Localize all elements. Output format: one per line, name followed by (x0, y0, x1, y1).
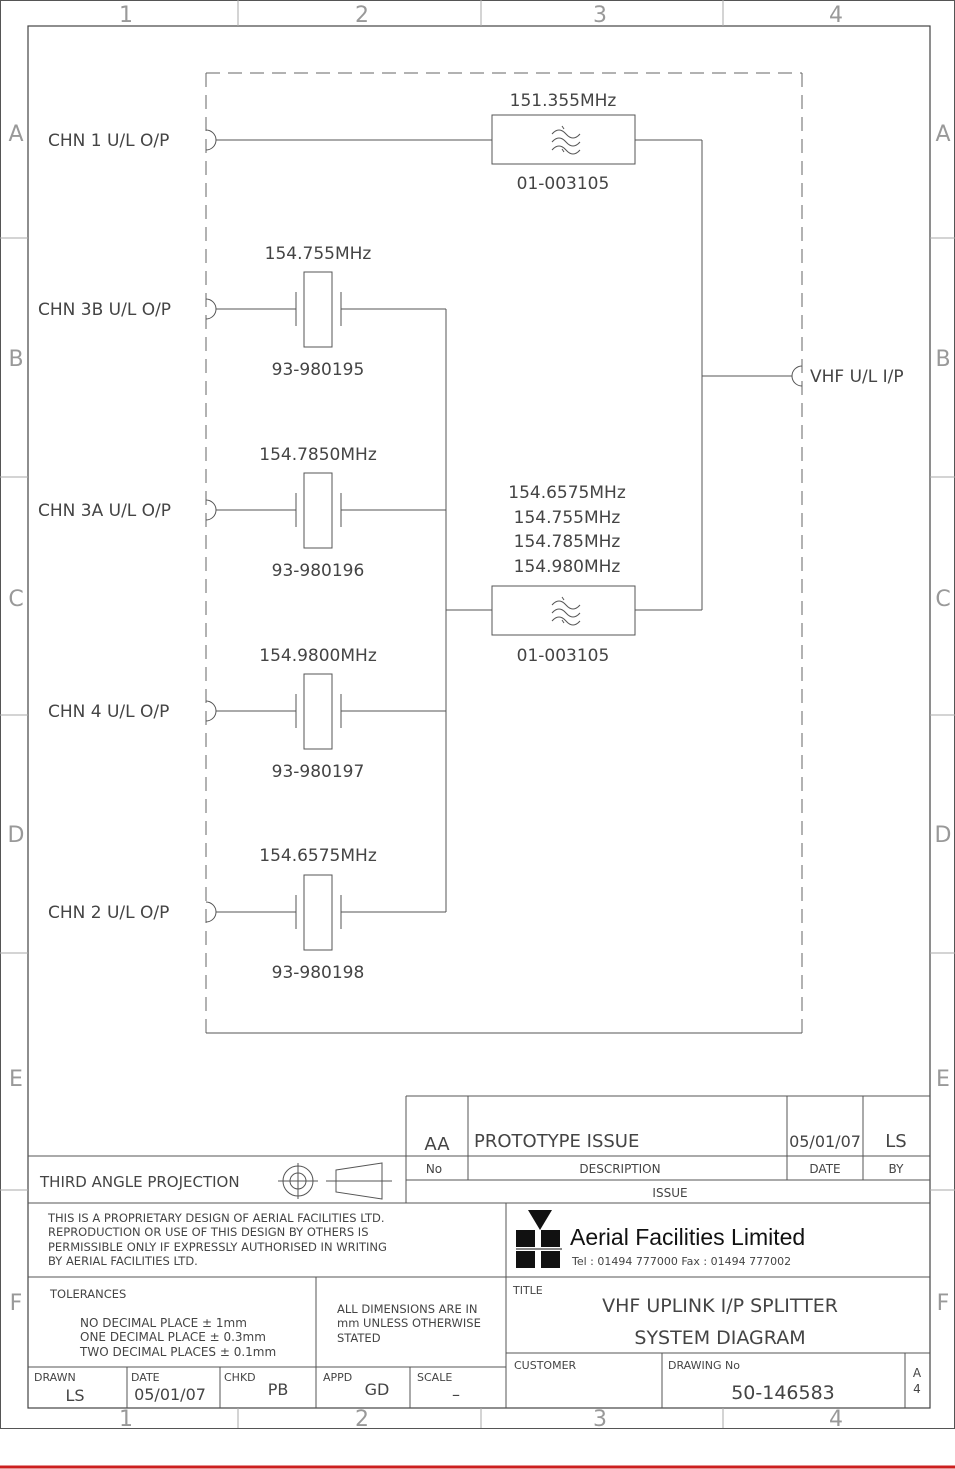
proprietary-line-2: REPRODUCTION OR USE OF THIS DESIGN BY OT… (48, 1225, 369, 1239)
port-chn1-label: CHN 1 U/L O/P (48, 131, 169, 151)
filter-bottom-frequency-3: 154.785MHz (514, 532, 621, 552)
issue-code: AA (424, 1134, 450, 1155)
zone-row-a: A (8, 122, 23, 147)
title-label: TITLE (512, 1284, 543, 1297)
tolerance-line-3: TWO DECIMAL PLACES ± 0.1mm (79, 1345, 276, 1359)
issue-description: PROTOTYPE ISSUE (474, 1131, 639, 1152)
zone-dividers (0, 0, 955, 1428)
zone-row-d: D (8, 823, 25, 848)
zone-row-e: E (9, 1067, 23, 1092)
connector-symbols (205, 129, 803, 923)
port-chn3a-label: CHN 3A U/L O/P (38, 501, 171, 521)
crystal-4: 154.6575MHz 93-980198 (259, 846, 377, 983)
proprietary-line-1: THIS IS A PROPRIETARY DESIGN OF AERIAL F… (47, 1211, 385, 1225)
zone-col-2-bottom: 2 (355, 1407, 369, 1432)
filter-bottom-part-number: 01-003105 (517, 646, 610, 666)
company-name: Aerial Facilities Limited (570, 1224, 805, 1250)
date-label: DATE (131, 1371, 160, 1384)
header-no: No (426, 1162, 442, 1176)
tolerance-line-2: ONE DECIMAL PLACE ± 0.3mm (80, 1330, 266, 1344)
dimensions-note-line-1: ALL DIMENSIONS ARE IN (337, 1302, 477, 1316)
sheet-size-letter: A (913, 1366, 922, 1380)
tolerances-label: TOLERANCES (49, 1287, 126, 1301)
zone-row-b-right: B (935, 347, 950, 372)
port-chn3b-label: CHN 3B U/L O/P (38, 300, 171, 320)
crystal-3: 154.9800MHz 93-980197 (259, 646, 377, 782)
header-description: DESCRIPTION (579, 1162, 660, 1176)
zone-labels: 1 2 3 4 1 2 3 4 A B C D E F A B C D E F (8, 3, 952, 1432)
header-issue: ISSUE (652, 1186, 687, 1200)
crystal-3-part-number: 93-980197 (272, 762, 365, 782)
scale-label: SCALE (417, 1371, 452, 1384)
projection-label: THIRD ANGLE PROJECTION (39, 1173, 240, 1191)
header-date: DATE (809, 1162, 840, 1176)
company-contact: Tel : 01494 777000 Fax : 01494 777002 (571, 1255, 791, 1268)
zone-col-1-bottom: 1 (119, 1407, 133, 1432)
appd-label: APPD (323, 1371, 352, 1384)
zone-row-c-right: C (935, 587, 950, 612)
crystal-1: 154.755MHz 93-980195 (265, 244, 372, 380)
scale-value: – (452, 1385, 460, 1404)
zone-row-b: B (8, 347, 23, 372)
issue-by: LS (885, 1131, 906, 1152)
projection-symbol-icon (278, 1162, 392, 1200)
wiring (216, 139, 792, 913)
zone-col-4: 4 (829, 3, 843, 28)
crystal-2: 154.7850MHz 93-980196 (259, 445, 377, 581)
drawing-title-line-1: VHF UPLINK I/P SPLITTER (602, 1295, 838, 1317)
sheet-size-number: 4 (913, 1382, 921, 1396)
crystal-2-frequency: 154.7850MHz (259, 445, 377, 465)
drawing-frame (27, 25, 931, 1409)
crystal-1-frequency: 154.755MHz (265, 244, 372, 264)
port-chn4-label: CHN 4 U/L O/P (48, 702, 169, 722)
drawing-title-line-2: SYSTEM DIAGRAM (634, 1327, 805, 1349)
drawn-value: LS (65, 1386, 84, 1405)
zone-col-4-bottom: 4 (829, 1407, 843, 1432)
header-by: BY (889, 1162, 905, 1176)
date-value: 05/01/07 (134, 1385, 206, 1404)
issue-date: 05/01/07 (789, 1132, 861, 1151)
proprietary-line-3: PERMISSIBLE ONLY IF EXPRESSLY AUTHORISED… (48, 1240, 387, 1254)
appd-value: GD (365, 1380, 390, 1399)
drawing-number: 50-146583 (731, 1382, 835, 1404)
filter-bottom-frequency-2: 154.755MHz (514, 508, 621, 528)
tolerance-line-1: NO DECIMAL PLACE ± 1mm (80, 1316, 247, 1330)
crystal-2-part-number: 93-980196 (272, 561, 365, 581)
filter-bottom-frequency-1: 154.6575MHz (508, 483, 626, 503)
port-chn2-label: CHN 2 U/L O/P (48, 903, 169, 923)
zone-col-2: 2 (355, 3, 369, 28)
zone-row-c: C (8, 587, 23, 612)
chkd-label: CHKD (224, 1371, 256, 1384)
enclosure-outline (205, 72, 803, 1034)
zone-col-3: 3 (593, 3, 607, 28)
filter-top-part-number: 01-003105 (517, 174, 610, 194)
crystal-4-frequency: 154.6575MHz (259, 846, 377, 866)
company-logo-icon (516, 1210, 562, 1268)
filter-bottom-frequency-4: 154.980MHz (514, 557, 621, 577)
filter-top-frequency: 151.355MHz (510, 91, 617, 111)
dimensions-note-line-2: mm UNLESS OTHERWISE (337, 1316, 481, 1330)
port-vhf-input-label: VHF U/L I/P (810, 367, 904, 387)
drawing-number-label: DRAWING No (668, 1359, 740, 1372)
zone-row-e-right: E (936, 1067, 950, 1092)
customer-label: CUSTOMER (514, 1359, 577, 1372)
zone-col-3-bottom: 3 (593, 1407, 607, 1432)
crystal-4-part-number: 93-980198 (272, 963, 365, 983)
zone-col-1: 1 (119, 3, 133, 28)
dimensions-note-line-3: STATED (337, 1331, 381, 1345)
zone-row-f: F (10, 1291, 23, 1316)
proprietary-line-4: BY AERIAL FACILITIES LTD. (48, 1254, 198, 1268)
zone-row-a-right: A (935, 122, 950, 147)
zone-row-d-right: D (935, 823, 952, 848)
crystal-3-frequency: 154.9800MHz (259, 646, 377, 666)
zone-row-f-right: F (937, 1291, 950, 1316)
filter-bottom: 154.6575MHz 154.755MHz 154.785MHz 154.98… (491, 483, 636, 666)
title-block (28, 1095, 930, 1408)
drawn-label: DRAWN (34, 1371, 76, 1384)
crystal-1-part-number: 93-980195 (272, 360, 365, 380)
filter-top: 151.355MHz 01-003105 (491, 91, 636, 194)
chkd-value: PB (268, 1380, 289, 1399)
